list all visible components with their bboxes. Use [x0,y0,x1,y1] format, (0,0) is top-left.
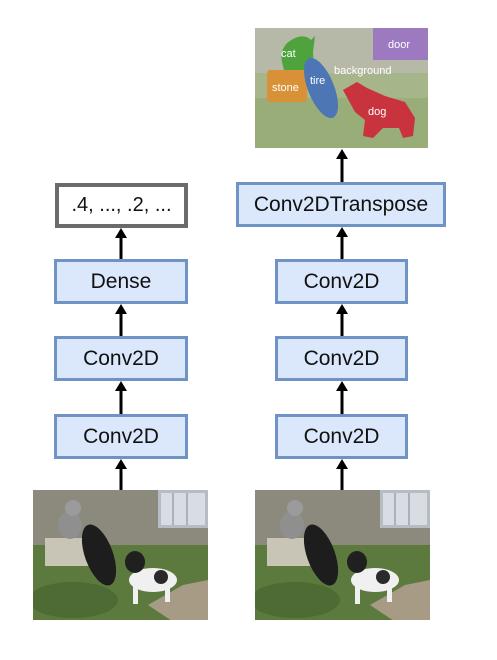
right-arrow-conv-to-transpose [336,227,348,259]
left-arrow-conv-to-conv [115,381,127,414]
dog-region [343,82,415,138]
right-arrow-conv-to-conv-upper [336,304,348,336]
segmentation-output-image: door cat tire background stone dog [255,28,428,148]
right-arrow-conv-to-conv-lower [336,381,348,414]
tire-region [304,57,338,119]
left-arrow-conv-to-dense [115,304,127,336]
right-conv2d-top-label: Conv2D [303,269,380,293]
right-conv2d-layer-top: Conv2D [275,259,408,304]
stone-region [267,70,307,102]
seg-label-dog: dog [368,106,386,118]
right-arrow-photo-to-conv [336,459,348,490]
left-conv2d-layer-upper: Conv2D [54,336,188,381]
left-dense-layer: Dense [54,259,188,304]
right-conv2d-layer-middle: Conv2D [275,336,408,381]
left-dense-label: Dense [90,269,152,293]
left-input-photo [33,490,208,620]
right-conv2d-middle-label: Conv2D [303,346,380,370]
seg-label-tire: tire [310,75,325,87]
classification-output-text: .4, ..., .2, ... [71,194,172,216]
left-conv2d-layer-lower: Conv2D [54,414,188,459]
right-conv2d-layer-bottom: Conv2D [275,414,408,459]
seg-label-cat: cat [281,48,296,60]
right-arrow-transpose-to-segmentation [336,149,348,182]
seg-label-background: background [334,65,392,77]
seg-label-stone: stone [272,82,299,94]
left-arrow-dense-to-output [115,228,127,259]
right-conv2d-bottom-label: Conv2D [303,424,380,448]
left-arrow-photo-to-conv [115,459,127,490]
left-conv2d-lower-label: Conv2D [83,424,159,448]
door-region [373,28,428,60]
left-conv2d-upper-label: Conv2D [83,346,159,370]
seg-label-door: door [388,39,410,51]
right-input-photo [255,490,430,620]
right-conv2dtranspose-layer: Conv2DTranspose [236,182,446,227]
right-conv2dtranspose-label: Conv2DTranspose [253,192,429,216]
classification-output-box: .4, ..., .2, ... [55,183,188,228]
